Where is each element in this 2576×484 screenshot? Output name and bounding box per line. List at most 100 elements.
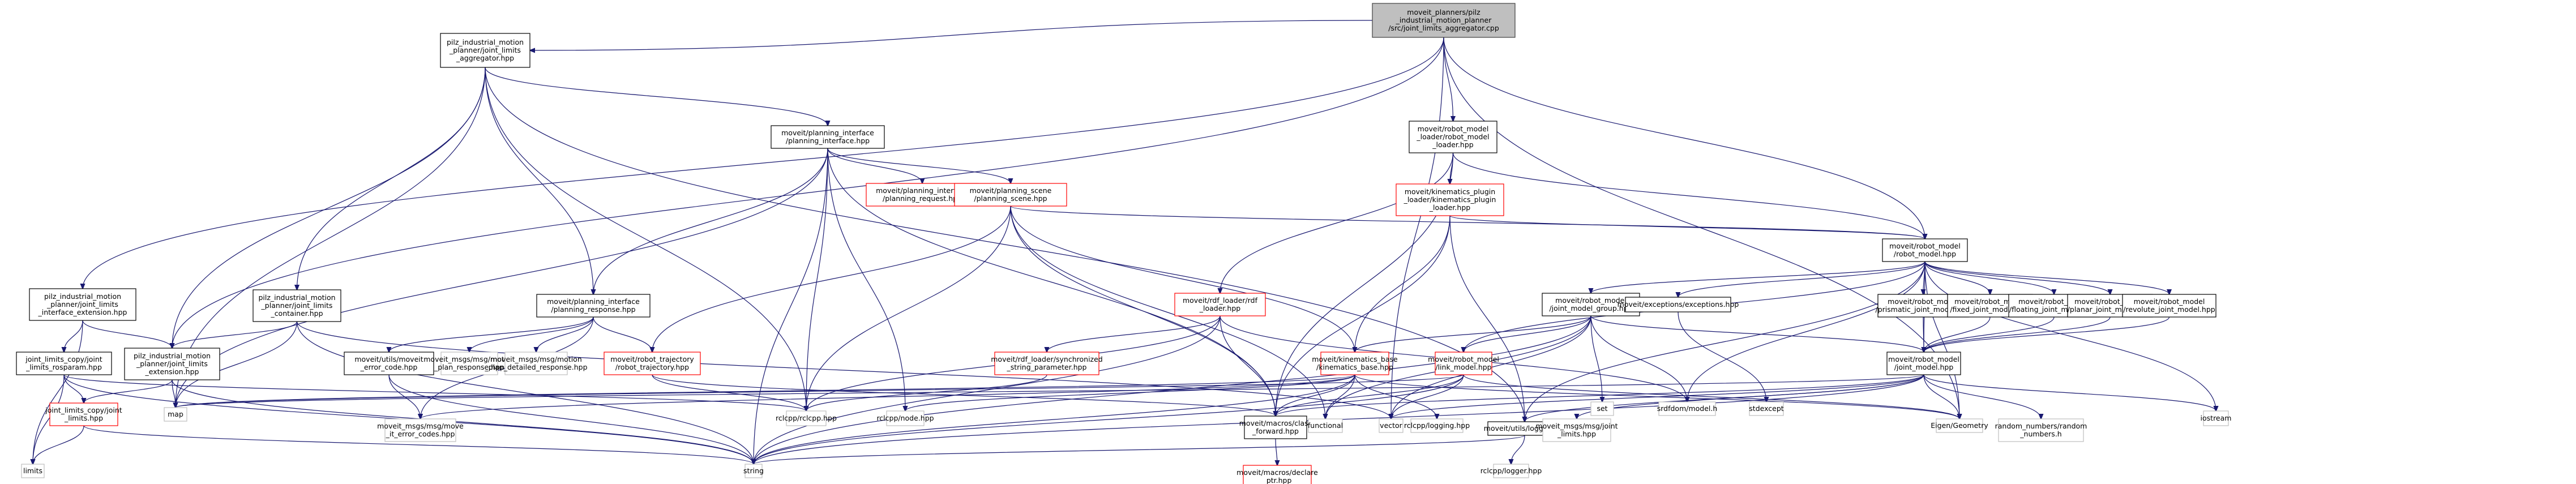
node-root[interactable]: moveit_planners/pilz_industrial_motion_p… — [1372, 3, 1516, 38]
node-vector: vector — [1379, 418, 1403, 433]
include-arrow — [1276, 374, 1924, 416]
include-arrow — [652, 374, 806, 411]
node-label: /link_model.hpp — [1435, 363, 1491, 371]
node-limits-extension-hpp[interactable]: pilz_industrial_motion_planner/joint_lim… — [124, 348, 220, 380]
include-edge — [82, 320, 172, 348]
node-box — [1886, 352, 1961, 375]
node-link-model-hpp[interactable]: moveit/robot_model/link_model.hpp — [1428, 352, 1499, 375]
include-arrow — [1590, 315, 1687, 402]
include-edge — [176, 374, 1924, 408]
node-label: /revolute_joint_model.hpp — [2123, 305, 2215, 314]
node-rosparam-hpp[interactable]: joint_limits_copy/joint_limits_rosparam.… — [16, 352, 112, 375]
node-box — [164, 407, 187, 422]
node-box — [1749, 401, 1784, 416]
include-edge — [827, 148, 905, 411]
node-rclcpp-logger-hpp: rclcpp/logger.hpp — [1480, 464, 1542, 478]
node-label: string — [743, 466, 764, 475]
node-label: moveit/macros/class — [1239, 419, 1312, 427]
include-edge — [1525, 374, 1924, 422]
node-srdfdom-model-h: srdfdom/model.h — [1657, 401, 1717, 416]
node-sync-string-param-hpp[interactable]: moveit/rdf_loader/synchronized_string_pa… — [991, 352, 1103, 375]
node-label: /planning_scene.hpp — [974, 194, 1047, 203]
node-box — [1542, 418, 1611, 442]
node-label: moveit/utils/moveit — [354, 355, 423, 363]
node-planning-interface-hpp[interactable]: moveit/planning_interface/planning_inter… — [771, 125, 885, 149]
node-label: /prismatic_joint_model.hpp — [1876, 305, 1971, 314]
node-planning-response-hpp[interactable]: moveit/planning_interface/planning_respo… — [536, 294, 651, 318]
node-robot-model-loader-hpp[interactable]: moveit/robot_model_loader/robot_model_lo… — [1409, 121, 1497, 153]
node-robot-model-hpp[interactable]: moveit/robot_model/robot_model.hpp — [1882, 238, 1968, 262]
include-arrow — [33, 374, 65, 464]
node-joint-limits-copy-limits-hpp[interactable]: joint_limits_copy/joint_limits.hpp — [45, 402, 122, 426]
include-arrow — [1355, 315, 1591, 352]
node-motion-plan-detailed-hpp: moveit_msgs/msg/motion_plan_detailed_res… — [484, 352, 588, 375]
include-arrow — [827, 148, 1011, 183]
node-error-code-hpp[interactable]: moveit/utils/moveit_error_code.hpp — [344, 352, 434, 375]
node-label: moveit/robot_model — [1954, 297, 2026, 306]
node-label: moveit/exceptions/exceptions.hpp — [1618, 300, 1739, 309]
node-label: moveit/kinematics_plugin — [1405, 187, 1495, 196]
node-exceptions-hpp[interactable]: moveit/exceptions/exceptions.hpp — [1618, 297, 1739, 312]
include-edge — [1452, 152, 1925, 239]
include-edge — [1923, 374, 2216, 411]
node-box — [604, 352, 701, 375]
include-arrow — [485, 67, 828, 126]
node-class-forward-hpp[interactable]: moveit/macros/class_forward.hpp — [1239, 416, 1312, 439]
include-edge — [1924, 261, 1959, 419]
node-joint-model-hpp[interactable]: moveit/robot_model/joint_model.hpp — [1886, 352, 1961, 375]
include-arrow — [1010, 205, 1276, 416]
node-kinematics-base-hpp[interactable]: moveit/kinematics_base/kinematics_base.h… — [1312, 352, 1398, 375]
include-edge — [33, 374, 65, 464]
include-arrow — [1010, 205, 1325, 419]
include-arrow — [1443, 37, 1453, 121]
node-kinematics-plugin-loader-hpp[interactable]: moveit/kinematics_plugin_loader/kinemati… — [1396, 183, 1504, 216]
include-arrow — [1276, 374, 1355, 416]
node-label: _loader.hpp — [1432, 140, 1473, 149]
node-robot-trajectory-hpp[interactable]: moveit/robot_trajectory/robot_trajectory… — [604, 352, 701, 375]
node-declare-ptr-hpp[interactable]: moveit/macros/declare_ptr.hpp — [1236, 465, 1318, 484]
node-box — [1409, 121, 1497, 153]
node-aggregator-hpp[interactable]: pilz_industrial_motion_planner/joint_lim… — [440, 33, 530, 68]
include-edge — [83, 37, 1444, 289]
include-edge — [1923, 374, 2041, 419]
node-label: moveit_planners/pilz — [1407, 8, 1480, 16]
include-arrow — [1010, 205, 1355, 352]
include-edge — [1010, 205, 1355, 352]
node-logging-hpp: rclcpp/logging.hpp — [1404, 418, 1470, 433]
node-limits-container-hpp[interactable]: pilz_industrial_motion_planner/joint_lim… — [253, 289, 341, 322]
node-prismatic-hpp[interactable]: moveit/robot_model/prismatic_joint_model… — [1876, 294, 1971, 318]
include-arrow — [172, 321, 298, 348]
node-revolute-hpp[interactable]: moveit/robot_model/revolute_joint_model.… — [2122, 294, 2216, 318]
include-edge — [1355, 215, 1450, 352]
include-arrow — [1924, 316, 2111, 352]
node-interface-extension-hpp[interactable]: pilz_industrial_motion_planner/joint_lim… — [29, 288, 136, 321]
node-rdf-loader-hpp[interactable]: moveit/rdf_loader/rdf_loader.hpp — [1174, 293, 1266, 316]
include-edge — [754, 148, 828, 464]
node-box — [384, 418, 456, 442]
node-label: rclcpp/rclcpp.hpp — [776, 414, 837, 422]
node-box — [536, 294, 651, 318]
include-arrow — [64, 320, 83, 352]
node-label: _loader.hpp — [1429, 203, 1470, 212]
node-label: _limits_rosparam.hpp — [25, 363, 102, 371]
node-label: _forward.hpp — [1252, 427, 1299, 435]
node-label: _limits.hpp — [64, 414, 103, 422]
node-label: rclcpp/logger.hpp — [1480, 466, 1542, 475]
include-arrow — [388, 374, 754, 464]
include-arrow — [1924, 261, 1990, 294]
node-box — [954, 183, 1067, 207]
node-label: /planning_response.hpp — [551, 305, 635, 314]
node-label: _container.hpp — [270, 309, 323, 318]
include-arrow — [530, 20, 1373, 50]
node-label: moveit/planning_scene — [970, 186, 1052, 195]
include-arrow — [1354, 374, 1437, 419]
include-arrow — [1452, 152, 1925, 239]
node-planning-scene-hpp[interactable]: moveit/planning_scene/planning_scene.hpp — [954, 183, 1067, 207]
node-label: /planning_interface.hpp — [786, 136, 870, 145]
node-box — [1320, 352, 1389, 375]
include-arrow — [806, 374, 1047, 411]
include-arrow — [83, 37, 1444, 289]
node-label: limits — [23, 466, 42, 475]
include-edge — [389, 316, 594, 352]
node-rclcpp-hpp: rclcpp/rclcpp.hpp — [776, 410, 837, 426]
